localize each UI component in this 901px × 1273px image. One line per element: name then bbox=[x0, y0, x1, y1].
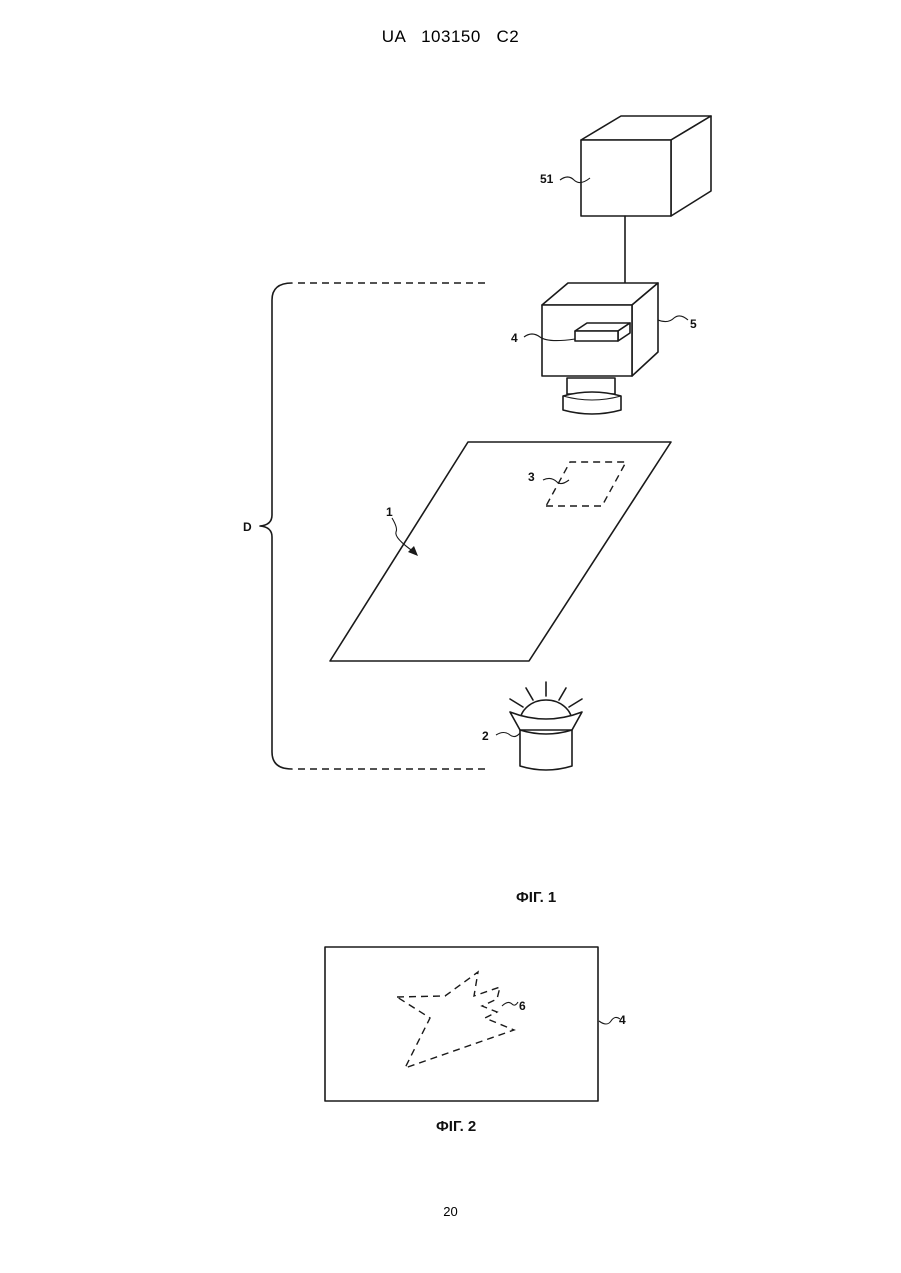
label-6: 6 bbox=[519, 999, 526, 1013]
label-2-leader bbox=[496, 733, 520, 737]
label-51: 51 bbox=[540, 172, 554, 186]
label-4-fig2: 4 bbox=[619, 1013, 626, 1027]
label-D: D bbox=[243, 520, 252, 534]
label-3: 3 bbox=[528, 470, 535, 484]
light-source-2 bbox=[510, 682, 582, 770]
label-6-leader bbox=[502, 1002, 518, 1006]
figure-1-caption: ФІГ. 1 bbox=[516, 889, 556, 906]
label-5: 5 bbox=[690, 317, 697, 331]
figure-2: 6 4 ФІГ. 2 bbox=[325, 947, 626, 1135]
processing-unit-51 bbox=[581, 116, 711, 216]
figure-2-caption: ФІГ. 2 bbox=[436, 1118, 476, 1135]
arrow-head-icon bbox=[408, 546, 418, 556]
sensor-frame-4 bbox=[325, 947, 598, 1101]
label-5-leader bbox=[658, 316, 688, 322]
label-2: 2 bbox=[482, 729, 489, 743]
label-4: 4 bbox=[511, 331, 518, 345]
star-shape-6 bbox=[397, 972, 514, 1068]
reading-zone-3 bbox=[546, 462, 626, 506]
document-1 bbox=[330, 442, 671, 661]
distance-bracket-D bbox=[260, 283, 488, 769]
sensor-4 bbox=[575, 323, 630, 341]
label-3-leader bbox=[543, 478, 569, 483]
label-4-fig2-leader bbox=[599, 1017, 620, 1024]
figure-1: 51 5 4 3 1 bbox=[243, 116, 711, 906]
camera-5 bbox=[542, 283, 658, 414]
label-1-arrow bbox=[392, 518, 414, 552]
label-1: 1 bbox=[386, 505, 393, 519]
page-number: 20 bbox=[0, 1204, 901, 1219]
